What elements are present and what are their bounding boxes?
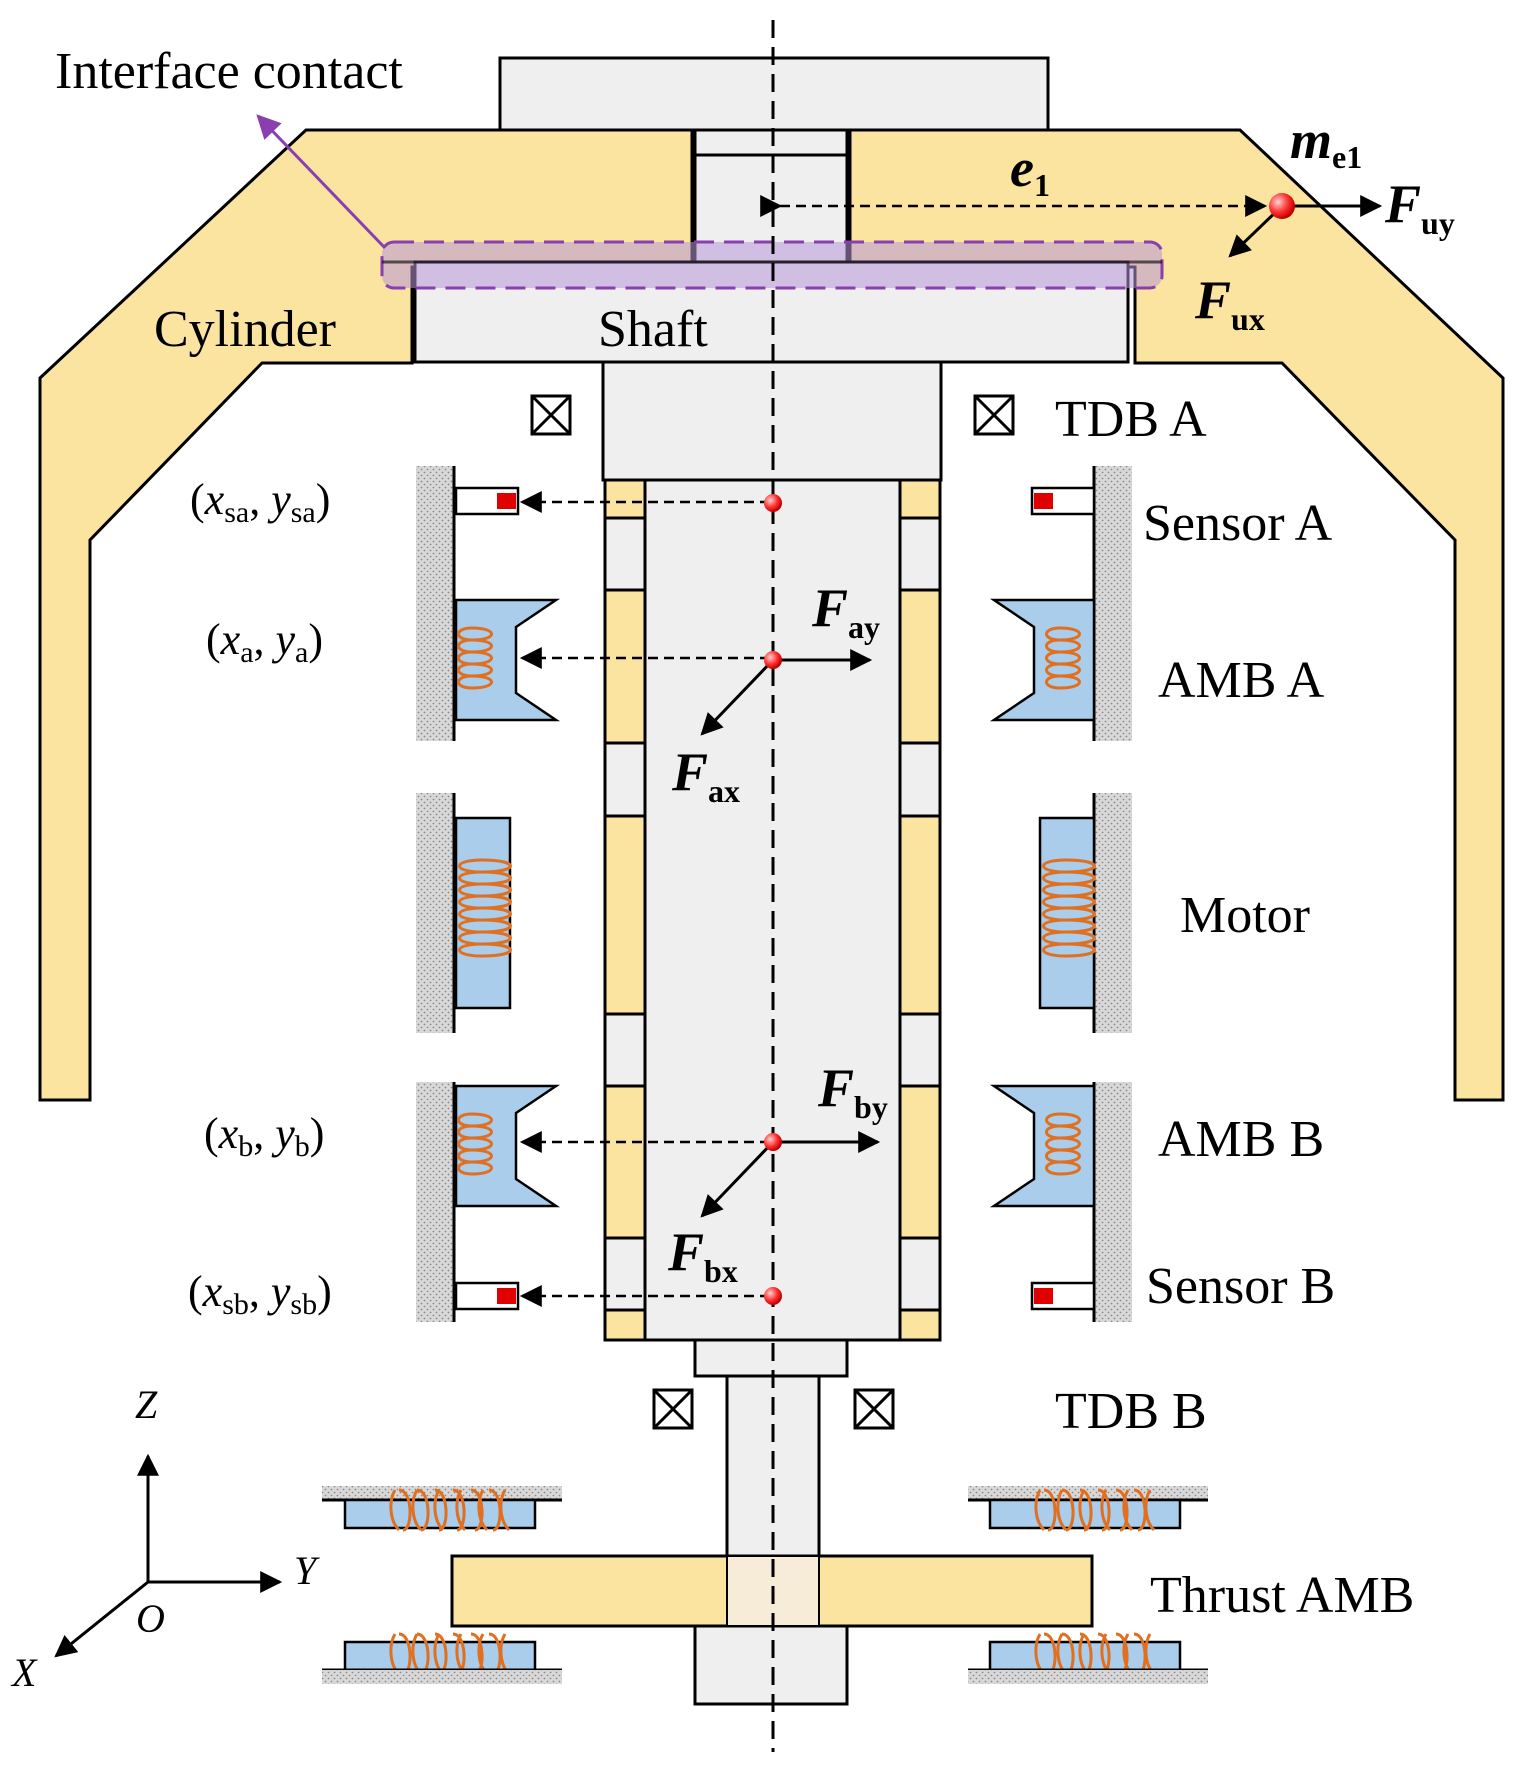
symbol-fbx: Fbx <box>667 1222 738 1289</box>
label-cylinder: Cylinder <box>154 301 336 358</box>
coordinate-frame <box>54 1453 283 1658</box>
label-motor: Motor <box>1180 887 1310 944</box>
symbol-fby: Fby <box>817 1058 888 1125</box>
symbol-fux: Fux <box>1194 270 1265 337</box>
unbalance-mass-marker <box>1269 193 1295 219</box>
axis-label-x: X <box>10 1650 38 1695</box>
label-amb-a: AMB A <box>1158 652 1325 709</box>
symbol-fay: Fay <box>811 578 880 645</box>
interface-contact-arrow <box>256 114 387 250</box>
label-tdb-a: TDB A <box>1055 391 1207 448</box>
label-sensor-a: Sensor A <box>1143 495 1333 552</box>
amb-b-stator <box>454 1084 1096 1208</box>
coord-sensor-b: (xsb, ysb) <box>188 1267 332 1321</box>
symbol-fax: Fax <box>671 742 740 809</box>
amb-a-stator <box>454 598 1096 722</box>
rotor-laminations <box>603 478 942 1342</box>
axis-label-z: Z <box>135 1382 158 1427</box>
symbol-me1: me1 <box>1290 110 1362 175</box>
label-tdb-b: TDB B <box>1055 1383 1207 1440</box>
coord-amb-b: (xb, yb) <box>204 1109 324 1163</box>
label-interface-contact: Interface contact <box>55 43 403 100</box>
label-thrust-amb: Thrust AMB <box>1150 1567 1414 1624</box>
tdb-a-bearings <box>530 394 1015 436</box>
label-shaft: Shaft <box>598 301 708 358</box>
measurement-arrows <box>519 195 1268 1307</box>
motor-stator <box>454 816 1096 1010</box>
label-amb-b: AMB B <box>1158 1111 1324 1168</box>
symbol-e1: e1 <box>1010 138 1050 203</box>
sensor-a <box>454 486 1096 516</box>
thrust-amb <box>322 1486 1208 1684</box>
symbol-fuy: Fuy <box>1384 174 1455 241</box>
coord-sensor-a: (xsa, ysa) <box>190 475 330 529</box>
label-sensor-b: Sensor B <box>1146 1258 1335 1315</box>
sensor-b <box>454 1281 1096 1311</box>
axis-label-y: Y <box>294 1548 320 1593</box>
coord-amb-a: (xa, ya) <box>206 615 323 669</box>
measurement-points <box>764 193 1295 1305</box>
tdb-b-bearings <box>652 1388 895 1430</box>
axis-label-o: O <box>136 1596 165 1641</box>
